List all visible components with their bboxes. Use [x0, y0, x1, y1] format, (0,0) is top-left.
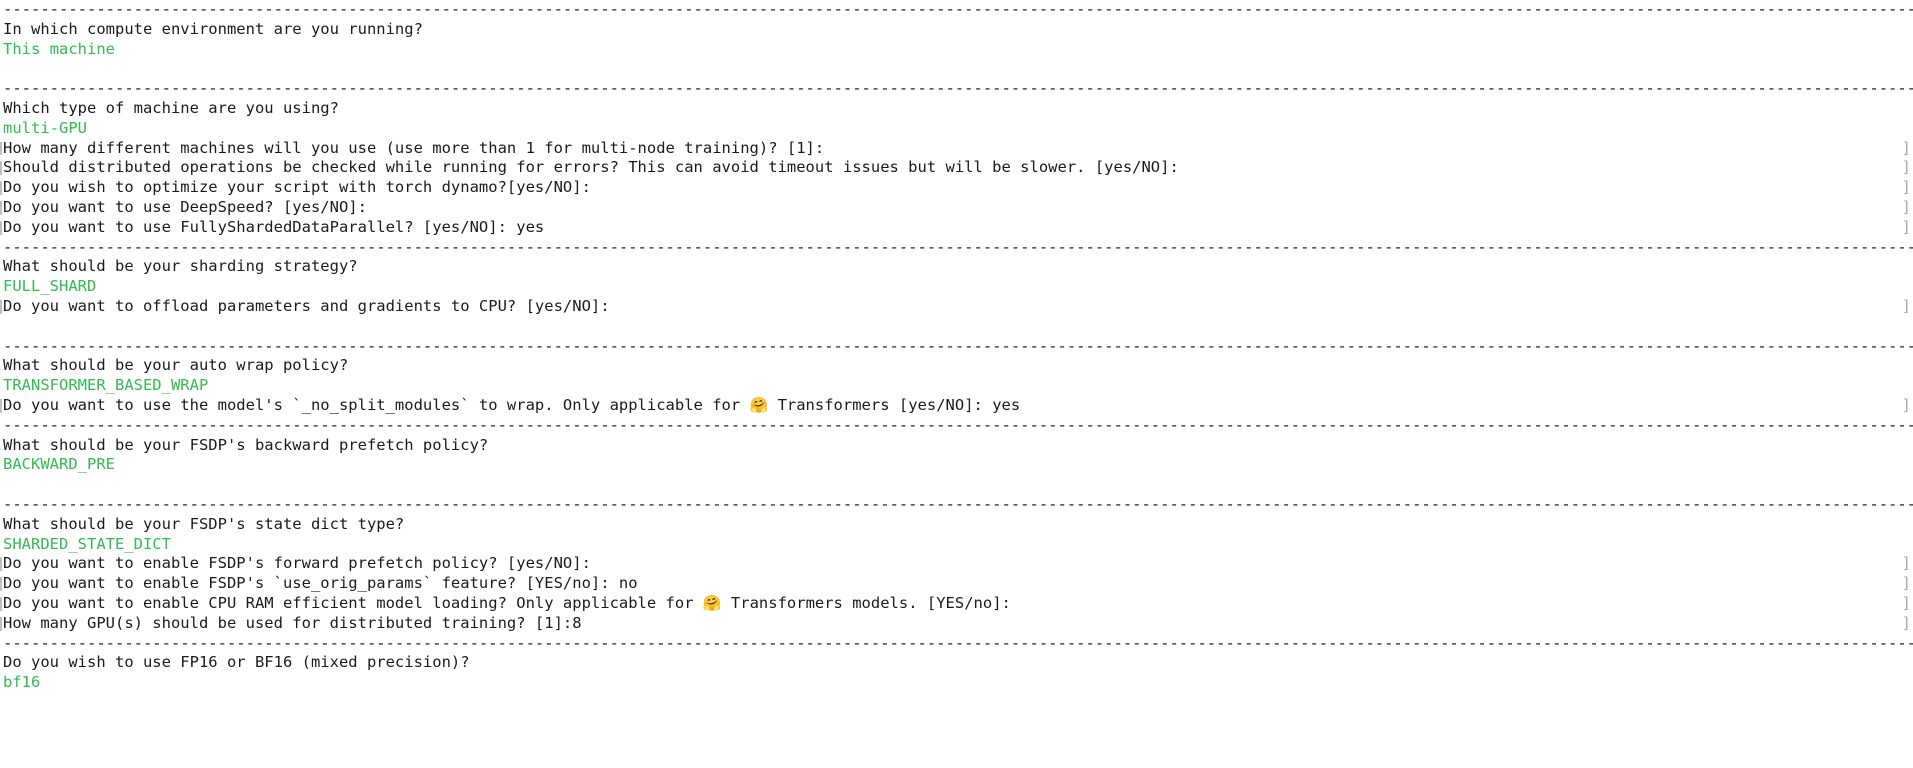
prompt-text: How many different machines will you use… — [3, 138, 825, 157]
hugging-face-icon: 🤗 — [749, 395, 769, 414]
divider-rule: ----------------------------------------… — [3, 494, 1913, 513]
blank-line — [0, 59, 1913, 79]
prompt-line: Do you want to offload parameters and gr… — [0, 297, 1913, 317]
prompt-text: Do you wish to optimize your script with… — [3, 178, 591, 197]
prompt-text-tail: Transformers [yes/NO]: yes — [768, 395, 1021, 414]
answer-line: multi-GPU — [0, 119, 1913, 139]
prompt-text: Do you want to enable CPU RAM efficient … — [3, 593, 703, 612]
divider-rule: ----------------------------------------… — [3, 79, 1913, 98]
divider-rule: ----------------------------------------… — [3, 0, 1913, 18]
blank-line — [0, 317, 1913, 337]
prompt-text: Which type of machine are you using? — [3, 98, 339, 117]
prompt-text: In which compute environment are you run… — [3, 19, 423, 38]
prompt-text-tail: Transformers models. [YES/no]: — [721, 593, 1011, 612]
prompt-line: In which compute environment are you run… — [0, 20, 1913, 40]
prompt-text: How many GPU(s) should be used for distr… — [3, 613, 582, 632]
answer-text: multi-GPU — [3, 118, 87, 137]
prompt-text: Do you want to offload parameters and gr… — [3, 296, 610, 315]
divider-rule: ----------------------------------------… — [3, 633, 1913, 652]
prompt-line: How many GPU(s) should be used for distr… — [0, 614, 1913, 634]
prompt-line: Do you wish to use FP16 or BF16 (mixed p… — [0, 653, 1913, 673]
prompt-text: Do you want to enable FSDP's `use_orig_p… — [3, 574, 638, 593]
answer-line: TRANSFORMER_BASED_WRAP — [0, 376, 1913, 396]
prompt-line: Do you want to use FullyShardedDataParal… — [0, 218, 1913, 238]
prompt-text: Should distributed operations be checked… — [3, 158, 1179, 177]
answer-line: This machine — [0, 40, 1913, 60]
prompt-text: Do you want to use FullyShardedDataParal… — [3, 217, 545, 236]
divider-rule: ----------------------------------------… — [3, 237, 1913, 256]
answer-line: BACKWARD_PRE — [0, 455, 1913, 475]
prompt-line: What should be your auto wrap policy? — [0, 356, 1913, 376]
prompt-line: Do you wish to optimize your script with… — [0, 178, 1913, 198]
prompt-line: Which type of machine are you using? — [0, 99, 1913, 119]
hugging-face-icon: 🤗 — [702, 593, 722, 612]
answer-text: This machine — [3, 39, 115, 58]
answer-text: BACKWARD_PRE — [3, 455, 115, 474]
answer-line: SHARDED_STATE_DICT — [0, 535, 1913, 555]
prompt-line: Do you want to enable CPU RAM efficient … — [0, 594, 1913, 614]
answer-text: SHARDED_STATE_DICT — [3, 534, 171, 553]
divider-rule: ----------------------------------------… — [3, 336, 1913, 355]
answer-line: FULL_SHARD — [0, 277, 1913, 297]
prompt-text: What should be your sharding strategy? — [3, 257, 358, 276]
prompt-text: Do you wish to use FP16 or BF16 (mixed p… — [3, 653, 470, 672]
prompt-text: What should be your auto wrap policy? — [3, 356, 349, 375]
prompt-line: How many different machines will you use… — [0, 139, 1913, 159]
prompt-line: What should be your sharding strategy? — [0, 257, 1913, 277]
prompt-line: Do you want to enable FSDP's forward pre… — [0, 554, 1913, 574]
blank-line — [0, 475, 1913, 495]
answer-text: FULL_SHARD — [3, 277, 97, 296]
prompt-line: What should be your FSDP's state dict ty… — [0, 515, 1913, 535]
answer-text: bf16 — [3, 673, 41, 692]
answer-text: TRANSFORMER_BASED_WRAP — [3, 376, 209, 395]
prompt-text: What should be your FSDP's backward pref… — [3, 435, 489, 454]
divider-rule: ----------------------------------------… — [3, 415, 1913, 434]
prompt-line: Should distributed operations be checked… — [0, 158, 1913, 178]
prompt-text: Do you want to enable FSDP's forward pre… — [3, 554, 591, 573]
prompt-line: Do you want to enable FSDP's `use_orig_p… — [0, 574, 1913, 594]
answer-line: bf16 — [0, 673, 1913, 693]
prompt-line: Do you want to use DeepSpeed? [yes/NO]: — [0, 198, 1913, 218]
prompt-text: Do you want to use DeepSpeed? [yes/NO]: — [3, 197, 367, 216]
prompt-line: Do you want to use the model's `_no_spli… — [0, 396, 1913, 416]
prompt-text: Do you want to use the model's `_no_spli… — [3, 395, 750, 414]
prompt-text: What should be your FSDP's state dict ty… — [3, 514, 405, 533]
prompt-line: What should be your FSDP's backward pref… — [0, 436, 1913, 456]
